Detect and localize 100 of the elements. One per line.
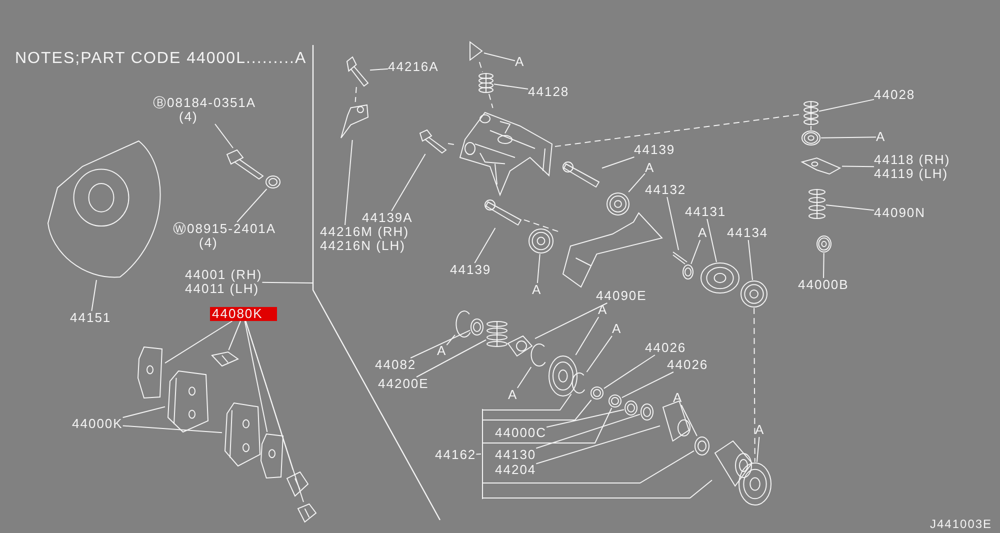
leader-line (344, 140, 353, 226)
part-note: 44119 (LH) (874, 167, 950, 181)
part-number: A (673, 391, 683, 405)
pad-shim-drawing (135, 345, 165, 400)
leader-line (826, 204, 874, 211)
part-number: 44216M (RH) (320, 225, 410, 239)
bracket (481, 409, 484, 499)
lever-drawing (800, 156, 842, 176)
leader-line (122, 425, 222, 434)
part-number: A (515, 55, 525, 69)
part-number: 44130 (495, 448, 536, 462)
bleeder-screw-drawing (478, 72, 494, 94)
pin-boot-drawing (801, 130, 821, 146)
leader-line (370, 68, 388, 71)
leader-line (228, 320, 242, 350)
part-number: A (876, 130, 886, 144)
part-number: 44128 (528, 85, 570, 99)
part-number: 44139 (634, 143, 676, 157)
adjuster-drawing (505, 333, 535, 359)
washer-drawing (265, 175, 281, 189)
assembly-line (524, 219, 560, 233)
part-number: 44118 (RH) (874, 153, 950, 167)
cylinder-drawing (712, 438, 754, 488)
part-number: Ⓦ08915-2401A (173, 222, 276, 236)
part-number: 44000C (495, 426, 547, 440)
o-ring-drawing (682, 264, 694, 280)
leader-line (236, 188, 268, 222)
leader-line (534, 302, 608, 340)
drawing-code: J441003E (930, 517, 992, 531)
leader-line (748, 240, 754, 280)
slide-pin-drawing (562, 160, 602, 190)
pad-clip-drawing (210, 350, 240, 368)
part-number: 44028 (874, 88, 916, 102)
dust-seal-drawing (738, 462, 772, 506)
washer-drawing (624, 400, 638, 416)
leader-line (604, 354, 656, 389)
leader-line (842, 166, 874, 168)
dust-seal-drawing (548, 355, 578, 397)
bleeder-cap-drawing (468, 40, 484, 62)
leader-line (244, 320, 268, 432)
part-number: A (755, 423, 765, 437)
bolt-drawing (225, 148, 265, 180)
spring-drawing (486, 320, 508, 348)
note-text: NOTES;PART CODE 44000L.........A (15, 50, 307, 68)
leader-line (823, 252, 824, 278)
bleeder-screw-drawing (803, 100, 819, 126)
snap-ring-drawing (455, 310, 473, 338)
leader-line (446, 334, 456, 346)
leader-line (482, 450, 694, 484)
part-number: A (437, 344, 447, 358)
pin-boot-drawing (528, 228, 554, 254)
leader-line (482, 400, 592, 420)
leader-line (586, 335, 612, 372)
pin-boot-drawing (606, 192, 630, 216)
assembly-line (488, 94, 494, 108)
leader-line (756, 436, 760, 462)
part-number: Ⓑ08184-0351A (153, 96, 256, 110)
leader-line (416, 339, 486, 378)
pad-clip-drawing (285, 470, 310, 498)
part-number: 44026 (667, 358, 708, 372)
part-note: (4) (198, 236, 219, 250)
slide-pin-drawing (484, 198, 524, 228)
leader-line (164, 320, 233, 364)
snap-ring-drawing (530, 343, 548, 367)
part-number: 44132 (645, 183, 686, 197)
part-number: 44162 (435, 448, 476, 462)
leader-line (391, 154, 426, 212)
leader-line (680, 404, 698, 436)
dust-seal-drawing (740, 280, 768, 308)
part-number: 44082 (375, 358, 416, 372)
bolt-drawing (345, 55, 370, 87)
leader-line (482, 394, 572, 410)
assembly-line (448, 143, 456, 146)
leader-line (122, 406, 166, 418)
assembly-line (754, 308, 756, 462)
leader-line (482, 480, 712, 498)
part-note: 44011 (LH) (185, 282, 260, 296)
part-number: 44090N (874, 206, 926, 220)
part-number: 44216A (388, 60, 439, 74)
leader-line (262, 282, 314, 284)
spring-drawing (808, 188, 826, 220)
part-number: 44131 (685, 205, 726, 219)
brake-pad-drawing (222, 400, 262, 468)
part-note: (4) (178, 110, 199, 124)
bolt-drawing (418, 128, 448, 154)
assembly-line (810, 126, 812, 130)
leader-line (546, 409, 624, 428)
part-number: 44151 (70, 311, 112, 325)
part-number: 44139A (362, 211, 413, 225)
leader-line (536, 414, 640, 449)
leader-line (536, 254, 540, 284)
leader-line (482, 408, 612, 444)
hose-bracket-drawing (338, 102, 370, 140)
part-number: 44000K (72, 417, 123, 431)
part-number: 44000B (798, 278, 849, 292)
leader-line (214, 124, 234, 148)
part-number: A (645, 161, 655, 175)
washer-drawing (590, 386, 604, 400)
part-number: 44134 (727, 226, 768, 240)
leader-line (602, 156, 635, 169)
